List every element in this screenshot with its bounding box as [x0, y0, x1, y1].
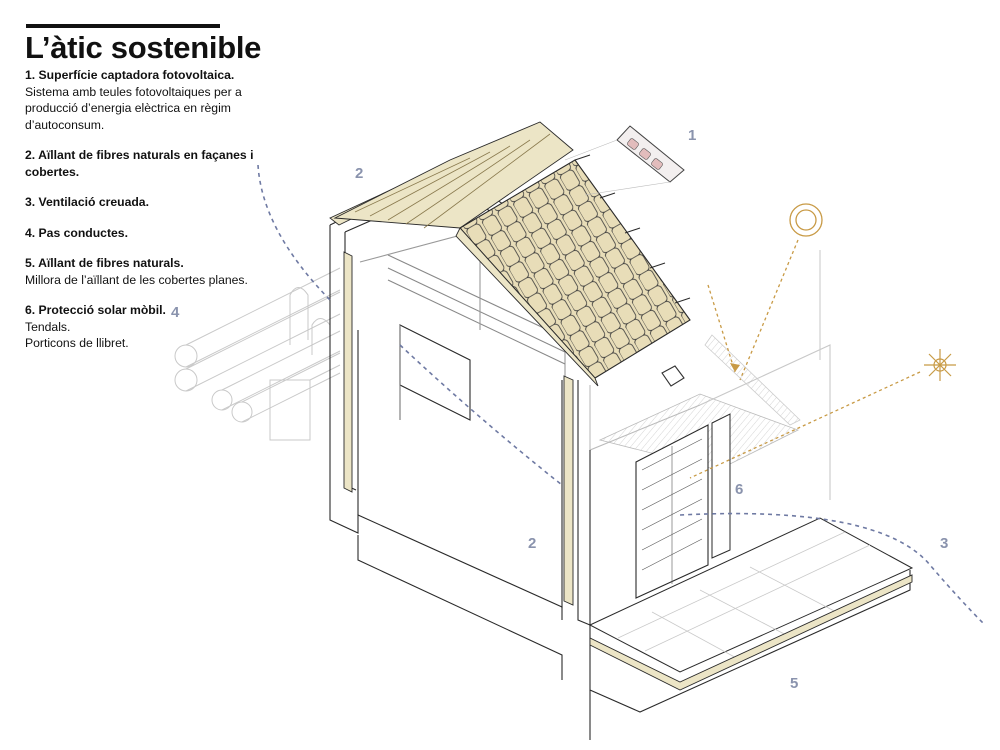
roof-insulation-slope — [333, 121, 574, 229]
legend-item-heading: 2. Aïllant de fibres naturals en façanes… — [25, 148, 254, 179]
legend-item-2: 2. Aïllant de fibres naturals en façanes… — [25, 147, 270, 180]
sun-ray-arrow — [730, 363, 740, 372]
terrace — [588, 517, 914, 691]
legend-item-6: 6. Protecció solar mòbil. Tendals. Porti… — [25, 302, 270, 352]
legend-item-heading: 5. Aïllant de fibres naturals. — [25, 256, 184, 270]
legend-item-text: Millora de l’aïllant de les cobertes pla… — [25, 272, 248, 287]
solar-shutters — [598, 334, 801, 599]
legend-item-text: d’autoconsum. — [25, 117, 105, 132]
legend-item-text: Tendals. — [25, 319, 71, 334]
legend-item-3: 3. Ventilació creuada. — [25, 194, 270, 211]
airflow-paths — [257, 164, 986, 626]
callout-6: 6 — [735, 481, 743, 498]
callout-5: 5 — [790, 675, 798, 692]
pv-leader-lines — [564, 139, 671, 196]
page-title: L’àtic sostenible — [25, 30, 262, 65]
legend-item-text: producció d’energia elèctrica en règim — [25, 101, 231, 115]
sun-summer-icon — [789, 203, 823, 237]
callout-3: 3 — [940, 535, 948, 552]
legend-item-heading: 4. Pas conductes. — [25, 225, 128, 240]
legend-item-text: Porticons de llibret. — [25, 336, 129, 350]
title-rule — [26, 24, 220, 28]
sun-winter-icon — [924, 349, 956, 381]
callout-2-wall: 2 — [528, 535, 536, 552]
pv-tile-roof — [455, 154, 691, 387]
legend-item-heading: 1. Superfície captadora fotovoltaica. — [25, 68, 235, 82]
legend-item-text: Sistema amb teules fotovoltaiques per a — [25, 84, 242, 99]
callout-1: 1 — [688, 127, 696, 144]
legend-item-4: 4. Pas conductes. — [25, 225, 270, 242]
pv-tile-icon — [616, 125, 685, 183]
callout-4: 4 — [171, 304, 180, 321]
legend-item-heading: 3. Ventilació creuada. — [25, 195, 149, 209]
legend-item-1: 1. Superfície captadora fotovoltaica. Si… — [25, 67, 270, 133]
sun-rays — [689, 239, 921, 479]
legend-item-heading: 6. Protecció solar mòbil. — [25, 303, 166, 317]
legend: 1. Superfície captadora fotovoltaica. Si… — [25, 67, 270, 366]
legend-item-5: 5. Aïllant de fibres naturals. Millora d… — [25, 255, 270, 288]
callout-2-roof: 2 — [355, 165, 363, 182]
ducts — [174, 267, 341, 441]
